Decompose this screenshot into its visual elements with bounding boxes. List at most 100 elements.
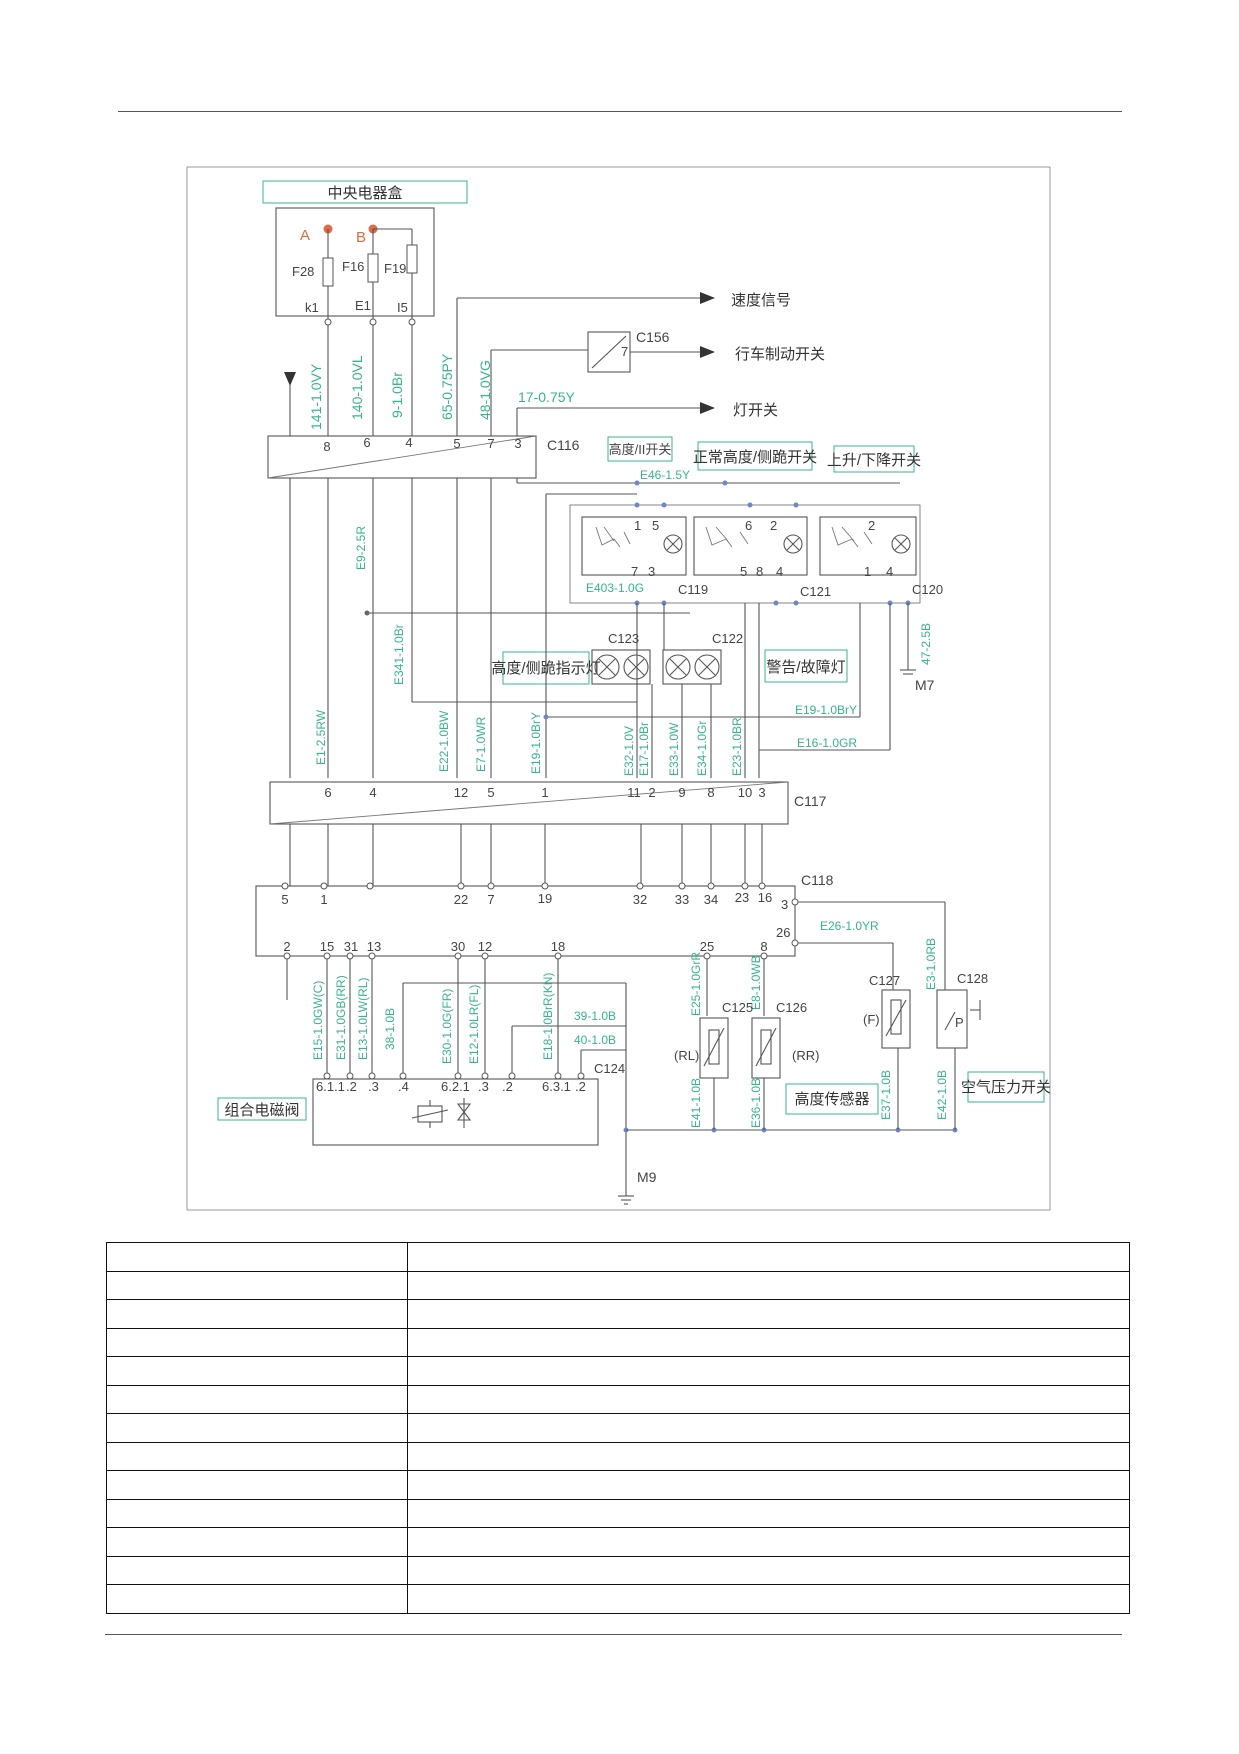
- c121-label: C121: [800, 584, 831, 599]
- c118-pin: 23: [735, 890, 749, 905]
- c116-pin-5: 5: [453, 436, 460, 451]
- table-cell: [106, 1356, 408, 1386]
- wire-17: 17-0.75Y: [518, 389, 575, 405]
- wire-e9: E9-2.5R: [354, 526, 368, 570]
- c156-pin: 7: [621, 344, 628, 359]
- wire-e41: E41-1.0B: [689, 1078, 703, 1128]
- c118-pin: 30: [451, 939, 465, 954]
- c122-label: C122: [712, 631, 743, 646]
- c118-pin: 26: [776, 925, 790, 940]
- table-row: [106, 1270, 1130, 1300]
- fuse-box-title: 中央电器盒: [327, 185, 402, 202]
- fuse-f19-label: F19: [384, 261, 406, 276]
- sensor-rr-label: (RR): [792, 1048, 819, 1063]
- high-low-switch-frame: [607, 436, 673, 462]
- c117-pin-11: 11: [627, 785, 641, 800]
- wire-e19: E19-1.0BrY: [529, 712, 543, 774]
- wire-e25: E25-1.0GrR: [689, 952, 703, 1016]
- c121-pin: 2: [770, 518, 777, 533]
- light-switch-label: 灯开关: [733, 402, 778, 419]
- switch-c119: [581, 516, 687, 576]
- height-sensor-rr-icon: [751, 1017, 781, 1079]
- height-sensor-rl-icon: [699, 1017, 729, 1079]
- c124-pin: .3: [478, 1079, 489, 1094]
- c124-pin: .2: [575, 1079, 586, 1094]
- c121-pin: 6: [745, 518, 752, 533]
- c118-pin: 1: [320, 892, 327, 907]
- wire-65: 65-0.75PY: [439, 353, 455, 420]
- table-cell: [407, 1527, 1130, 1557]
- wire-40: 40-1.0B: [574, 1033, 616, 1047]
- table-cell: [106, 1470, 408, 1500]
- fuse-f28-label: F28: [292, 264, 314, 279]
- diagram-border: [186, 166, 1051, 1211]
- up-down-switch-label: 上升/下降开关: [827, 452, 921, 469]
- table-cell: [106, 1555, 408, 1585]
- c118-pin: 25: [700, 939, 714, 954]
- c117-pin-2: 2: [648, 785, 655, 800]
- c117-pin-9: 9: [678, 785, 685, 800]
- wire-e32: E32-1.0V: [622, 726, 636, 776]
- c117-pin-6: 6: [324, 785, 331, 800]
- wire-e1: E1-2.5RW: [314, 709, 328, 765]
- wire-47: 47-2.5B: [919, 623, 933, 665]
- c118-pin: 5: [281, 892, 288, 907]
- c127-label: C127: [869, 973, 900, 988]
- combined-solenoid-valve: [312, 1078, 599, 1146]
- lamp-c123: [591, 649, 651, 685]
- c116-pin-6: 6: [363, 435, 370, 450]
- light-switch-arrow-icon: [700, 402, 715, 414]
- warning-lamp-label: 警告/故障灯: [766, 658, 845, 676]
- c118-pin: 18: [551, 939, 565, 954]
- table-cell: [407, 1242, 1130, 1272]
- air-pressure-label: 空气压力开关: [961, 1079, 1051, 1096]
- wire-38: 38-1.0B: [383, 1008, 397, 1050]
- c116-label: C116: [547, 437, 580, 453]
- speed-signal-arrow-icon: [700, 292, 715, 304]
- table-row: [106, 1555, 1130, 1585]
- c124-pin: .2: [502, 1079, 513, 1094]
- c116-pin-4: 4: [405, 435, 412, 450]
- c119-pin: 3: [648, 564, 655, 579]
- connector-c117: [269, 781, 789, 825]
- fuse-out-k1: k1: [305, 300, 319, 315]
- c118-pin: 31: [344, 939, 358, 954]
- c118-pin: 16: [758, 890, 772, 905]
- table-row: [106, 1527, 1130, 1557]
- c119-pin: 1: [634, 518, 641, 533]
- c117-pin-12: 12: [454, 785, 468, 800]
- switch-c121: [693, 516, 808, 576]
- c123-label: C123: [608, 631, 639, 646]
- switch-lamp-icon: [663, 534, 683, 554]
- table-row: [106, 1441, 1130, 1471]
- wire-140: 140-1.0VL: [349, 355, 365, 420]
- ground-m7: M7: [915, 677, 935, 693]
- table-cell: [407, 1470, 1130, 1500]
- terminal-a-label: A: [300, 227, 310, 244]
- c117-label: C117: [794, 793, 827, 809]
- lamp-c122: [662, 649, 722, 685]
- c116-pin-7: 7: [487, 436, 494, 451]
- c119-pin: 5: [652, 518, 659, 533]
- c118-pin: 33: [675, 892, 689, 907]
- c118-pin: 3: [781, 897, 788, 912]
- c118-pin: 32: [633, 892, 647, 907]
- wire-e17: E17-1.0Br: [637, 722, 651, 776]
- c124-label: C124: [594, 1061, 625, 1076]
- c128-label: C128: [957, 971, 988, 986]
- c121-pin: 4: [776, 564, 783, 579]
- table-cell: [106, 1584, 408, 1614]
- fuse-out-e1: E1: [355, 298, 371, 313]
- fuse-out-i5: I5: [397, 300, 408, 315]
- c118-label: C118: [801, 872, 834, 888]
- c117-pin-5: 5: [487, 785, 494, 800]
- c124-pin: 6.1.1: [316, 1079, 345, 1094]
- c118-pin: 7: [487, 892, 494, 907]
- table-cell: [106, 1299, 408, 1329]
- table-cell: [407, 1555, 1130, 1585]
- table-cell: [407, 1498, 1130, 1528]
- wire-e3: E3-1.0RB: [924, 938, 938, 990]
- table-cell: [106, 1270, 408, 1300]
- table-cell: [106, 1413, 408, 1443]
- c124-pin: 6.3.1: [542, 1079, 571, 1094]
